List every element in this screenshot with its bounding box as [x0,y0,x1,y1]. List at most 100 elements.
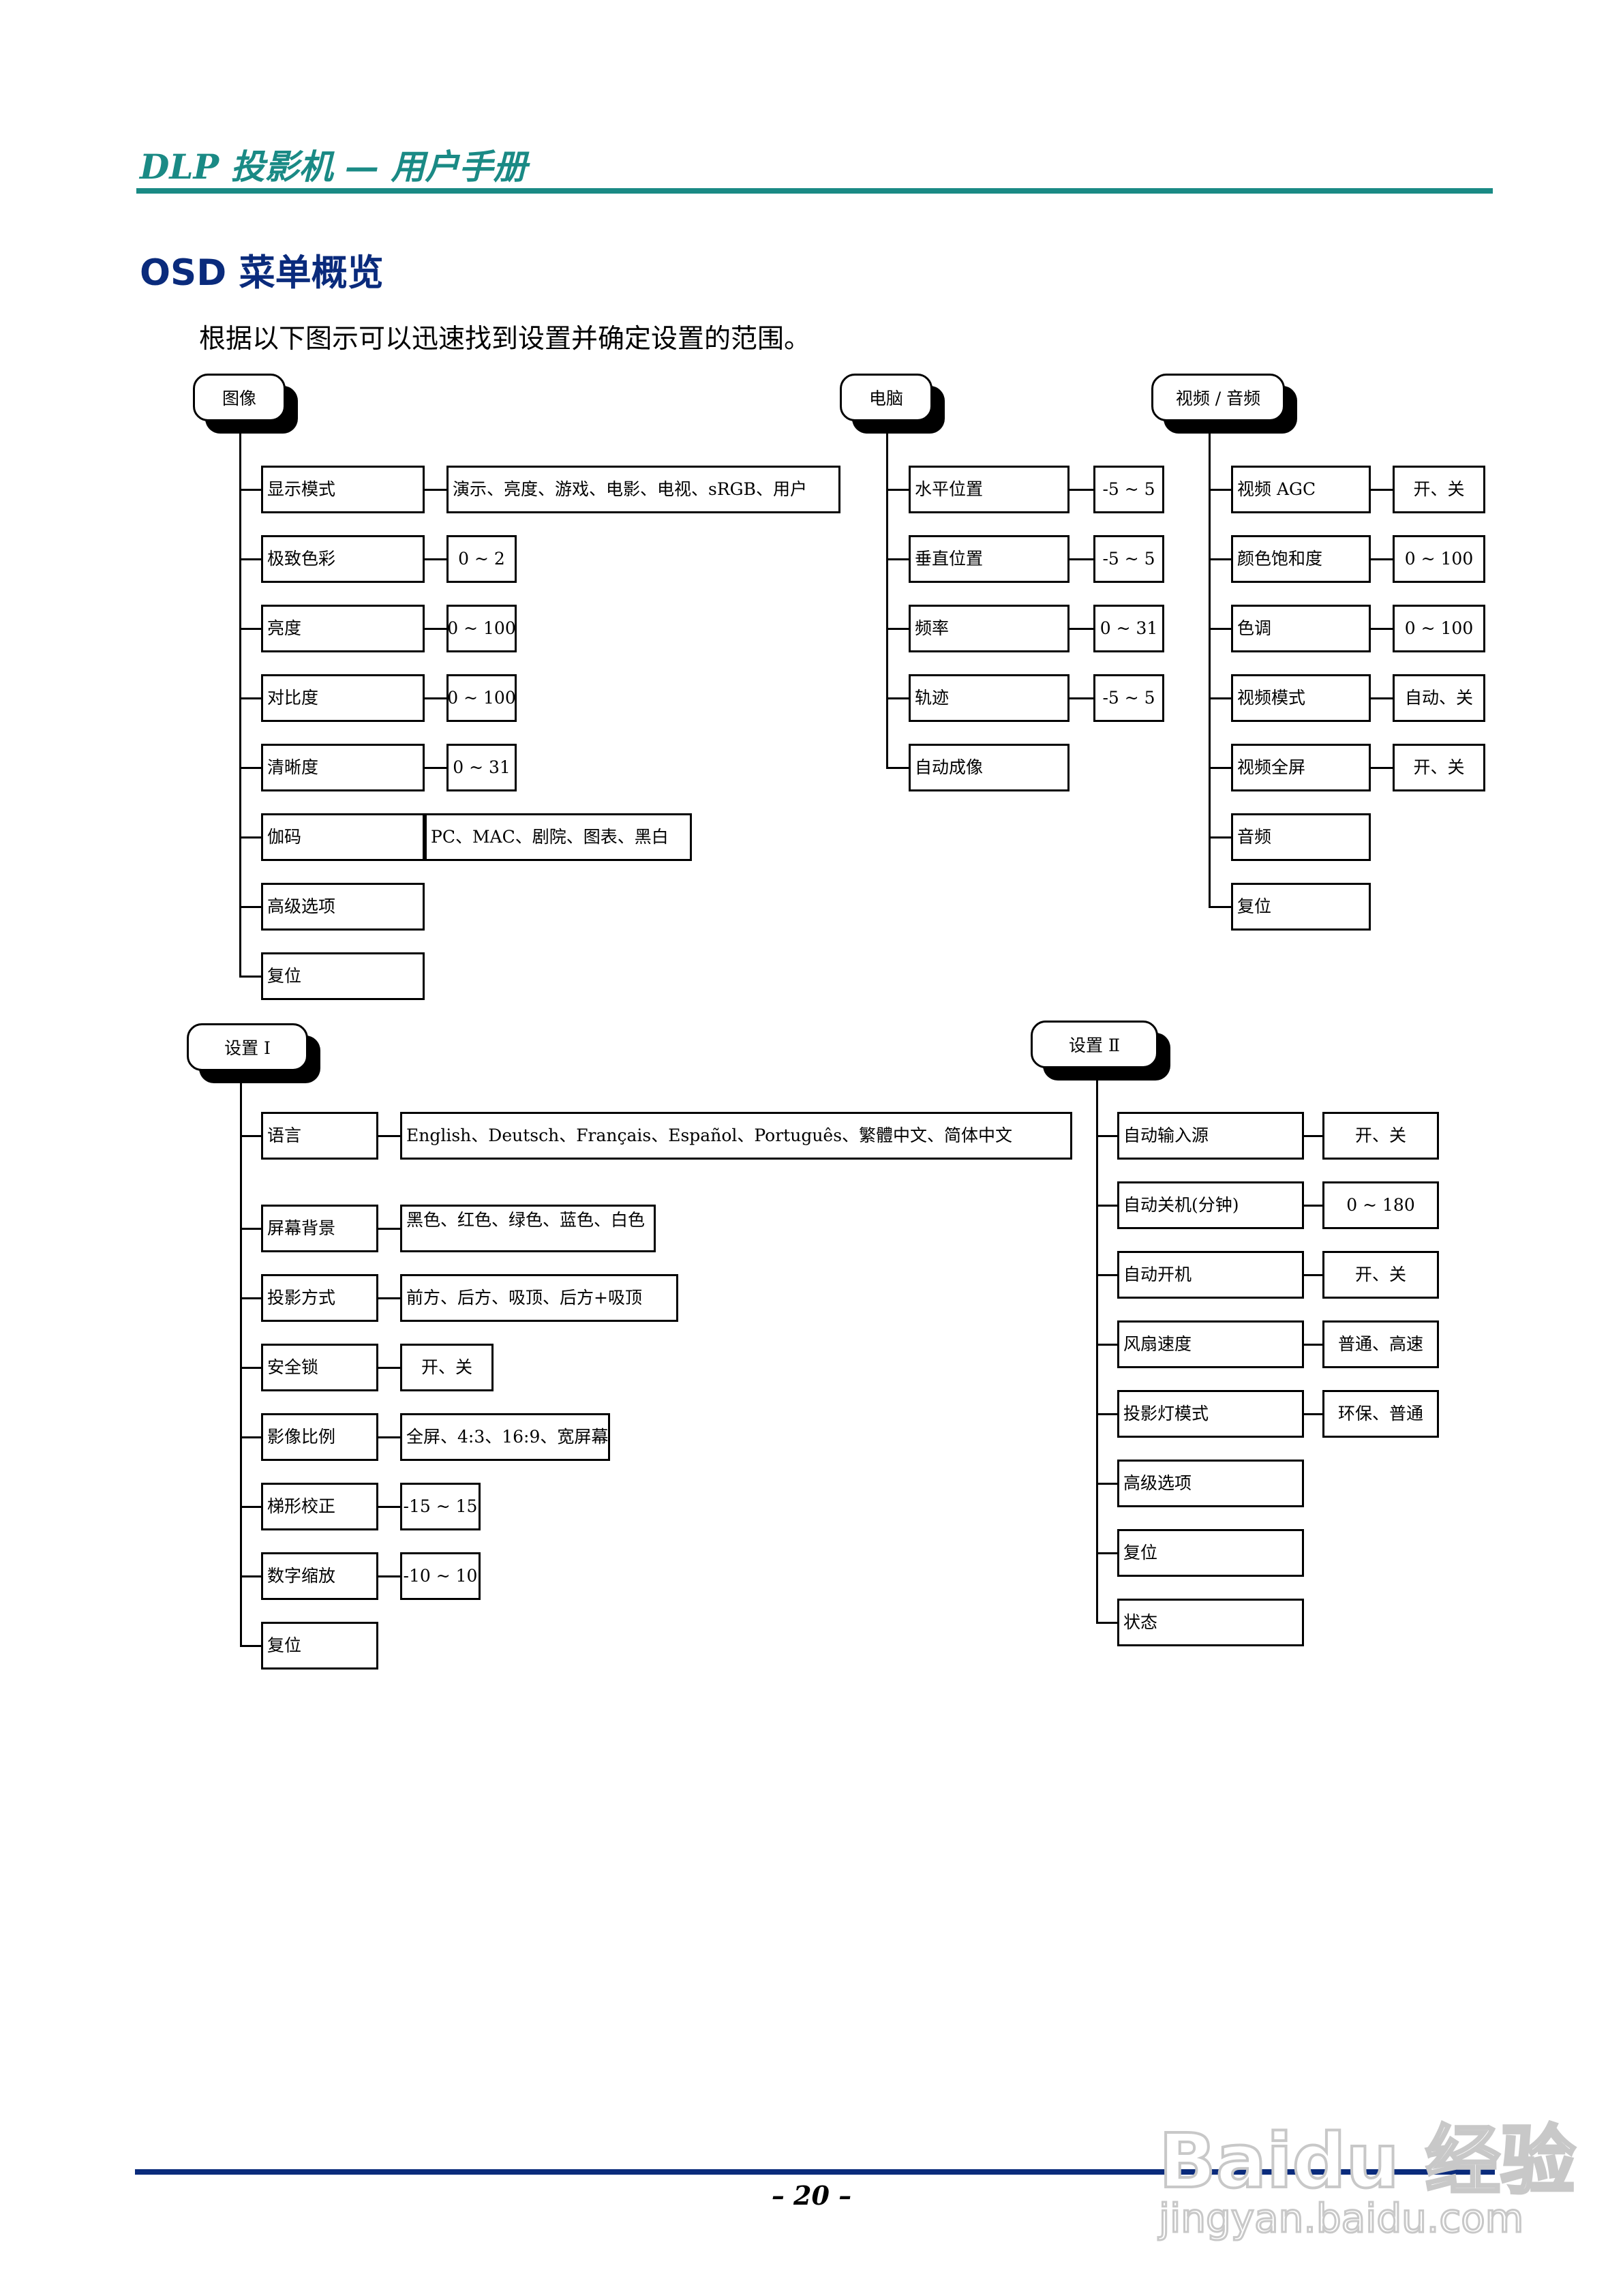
menu-item: 亮度 [261,605,425,652]
menu-value: 开、关 [1393,744,1485,791]
value-connector [425,697,446,699]
branch-line [1096,1205,1117,1207]
menu-item: 状态 [1117,1599,1304,1646]
value-connector [1070,628,1093,630]
value-connector [378,1436,400,1438]
menu-item: 频率 [909,605,1070,652]
branch-line [240,1436,261,1438]
value-connector [1371,767,1393,769]
menu-item: 极致色彩 [261,535,425,583]
menu-title-video-audio: 视频 / 音频 [1151,374,1285,421]
menu-value: 黑色、红色、绿色、蓝色、白色 [400,1205,656,1252]
menu-item: 显示模式 [261,466,425,513]
menu-value: 环保、普通 [1322,1390,1439,1438]
branch-line [886,628,909,630]
branch-line [1209,767,1231,769]
trunk-line [1096,1081,1098,1624]
menu-item: 影像比例 [261,1413,378,1461]
branch-line [239,767,261,769]
trunk-line [240,1083,242,1647]
branch-line [886,767,909,769]
value-connector [1070,558,1093,560]
branch-line [1209,628,1231,630]
menu-item: 水平位置 [909,466,1070,513]
value-connector [425,558,446,560]
menu-item: 复位 [1117,1529,1304,1577]
value-connector [378,1228,400,1230]
value-connector [1304,1205,1322,1207]
branch-line [240,1135,261,1137]
value-connector [1371,628,1393,630]
menu-value: 0 ~ 100 [1393,605,1485,652]
menu-value: -15 ~ 15 [400,1483,481,1530]
value-connector [425,767,446,769]
section-title: OSD 菜单概览 [140,252,384,294]
branch-line [239,976,261,978]
menu-value: 演示、亮度、游戏、电影、电视、sRGB、用户 [446,466,840,513]
menu-value: 开、关 [1393,466,1485,513]
menu-value: 自动、关 [1393,674,1485,722]
menu-value: 0 ~ 180 [1322,1181,1439,1229]
menu-item: 自动关机(分钟) [1117,1181,1304,1229]
branch-line [239,628,261,630]
menu-value: 0 ~ 2 [446,535,517,583]
baidu-watermark: Baidu 经验 jingyan.baidu.com [1157,2059,1577,2263]
branch-line [886,697,909,699]
trunk-line [239,434,241,978]
menu-item: 语言 [261,1112,378,1160]
value-connector [378,1506,400,1508]
branch-line [1209,836,1231,839]
menu-item: 轨迹 [909,674,1070,722]
branch-line [1209,697,1231,699]
menu-value: -10 ~ 10 [400,1552,481,1600]
menu-item: 伽码 [261,813,425,861]
footer-rule [135,2169,1495,2175]
value-connector [1304,1135,1322,1137]
branch-line [1096,1344,1117,1346]
branch-line [240,1575,261,1577]
value-connector [1304,1344,1322,1346]
menu-item: 复位 [261,1622,378,1670]
menu-item: 自动开机 [1117,1251,1304,1299]
branch-line [1209,489,1231,491]
menu-item: 垂直位置 [909,535,1070,583]
menu-item: 复位 [1231,883,1371,931]
menu-value: 0 ~ 31 [1093,605,1164,652]
value-connector [378,1135,400,1137]
menu-item: 自动输入源 [1117,1112,1304,1160]
menu-item: 投影方式 [261,1274,378,1322]
menu-item: 色调 [1231,605,1371,652]
value-connector [378,1367,400,1369]
menu-item: 风扇速度 [1117,1320,1304,1368]
menu-value: English、Deutsch、Français、Español、Portugu… [400,1112,1072,1160]
menu-item: 复位 [261,952,425,1000]
value-connector [1304,1413,1322,1415]
menu-value: -5 ~ 5 [1093,535,1164,583]
menu-item: 高级选项 [1117,1460,1304,1507]
branch-line [1209,906,1231,908]
watermark-logo: Baidu 经验 [1157,2116,1577,2206]
menu-value: 全屏、4:3、16:9、宽屏幕 [400,1413,610,1461]
menu-value: 0 ~ 100 [446,674,517,722]
menu-value: 开、关 [1322,1112,1439,1160]
menu-value: -5 ~ 5 [1093,674,1164,722]
menu-item: 视频 AGC [1231,466,1371,513]
menu-item: 屏幕背景 [261,1205,378,1252]
menu-value: 前方、后方、吸顶、后方+吸顶 [400,1274,678,1322]
branch-line [240,1506,261,1508]
menu-item: 数字缩放 [261,1552,378,1600]
branch-line [239,836,261,839]
value-connector [1304,1274,1322,1276]
branch-line [240,1228,261,1230]
menu-value: 0 ~ 31 [446,744,517,791]
branch-line [239,697,261,699]
value-connector [425,489,446,491]
value-connector [1371,697,1393,699]
branch-line [239,906,261,908]
menu-item: 颜色饱和度 [1231,535,1371,583]
menu-item: 音频 [1231,813,1371,861]
value-connector [378,1575,400,1577]
menu-title-image: 图像 [193,374,286,421]
trunk-line [886,434,888,769]
